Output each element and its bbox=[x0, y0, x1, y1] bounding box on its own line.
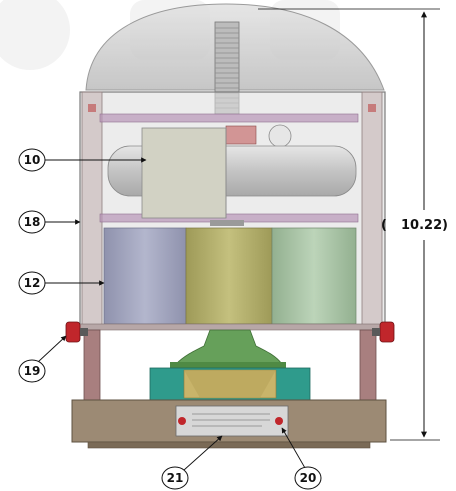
dimension-close-paren: ) bbox=[442, 218, 448, 233]
callout-label-20: 20 bbox=[300, 471, 317, 485]
top-plate bbox=[99, 113, 359, 123]
bolt-right bbox=[372, 321, 395, 343]
screw-right bbox=[275, 417, 283, 425]
bolt-left bbox=[65, 321, 88, 343]
pedestal bbox=[175, 329, 283, 365]
right-post bbox=[361, 91, 383, 329]
callout-21: 21 bbox=[161, 435, 223, 490]
dimension-open-paren: ( bbox=[381, 218, 387, 233]
battery-blue bbox=[103, 227, 187, 325]
battery-green bbox=[271, 227, 357, 325]
callout-10: 10 bbox=[18, 148, 147, 172]
left-leg bbox=[83, 329, 101, 401]
callout-label-10: 10 bbox=[24, 153, 41, 167]
callout-label-21: 21 bbox=[167, 471, 184, 485]
roller-assembly bbox=[107, 127, 357, 226]
nameplate bbox=[175, 405, 289, 437]
teal-mount bbox=[149, 367, 311, 401]
dimension-value: 10.22 bbox=[401, 218, 442, 233]
battery-olive bbox=[185, 227, 273, 325]
screw-left bbox=[178, 417, 186, 425]
callout-12: 12 bbox=[18, 271, 105, 295]
left-post bbox=[81, 91, 103, 329]
callout-19: 19 bbox=[18, 335, 67, 383]
callout-20: 20 bbox=[281, 427, 322, 490]
callout-label-18: 18 bbox=[24, 215, 41, 229]
callout-label-19: 19 bbox=[24, 364, 41, 378]
height-dimension: ( 10.22 ) bbox=[258, 8, 448, 441]
callout-18: 18 bbox=[18, 210, 81, 234]
callout-label-12: 12 bbox=[24, 276, 41, 290]
right-leg bbox=[359, 329, 377, 401]
